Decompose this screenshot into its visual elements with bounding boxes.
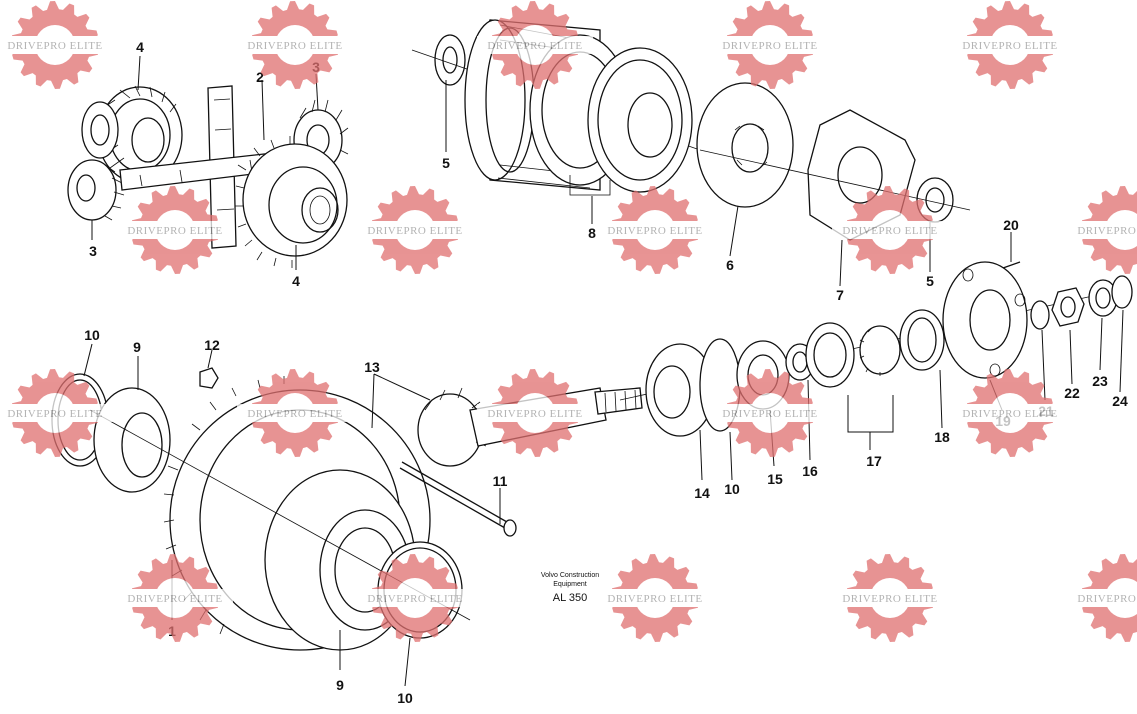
watermark-tile: DRIVEPRO ELITE [1067, 186, 1137, 274]
pinion-bearing-and-flange [619, 261, 1133, 437]
part-label: 5 [926, 273, 934, 289]
watermark-band [1067, 221, 1137, 239]
watermark-text: DRIVEPRO ELITE [1077, 225, 1137, 237]
watermark-text: DRIVEPRO ELITE [487, 40, 582, 52]
watermark-text: DRIVEPRO ELITE [127, 225, 222, 237]
part-label: 6 [726, 257, 734, 273]
watermark-band [357, 221, 473, 239]
watermark-band [117, 221, 233, 239]
watermark-band [832, 221, 948, 239]
watermark-band [357, 589, 473, 607]
part-label: 18 [934, 429, 950, 445]
watermark-text: DRIVEPRO ELITE [247, 40, 342, 52]
watermark-band [477, 404, 593, 422]
watermark-tile: DRIVEPRO ELITE [712, 1, 828, 89]
watermark-band [117, 589, 233, 607]
watermark-text: DRIVEPRO ELITE [842, 593, 937, 605]
part-label: 24 [1112, 393, 1128, 409]
watermark-text: DRIVEPRO ELITE [247, 408, 342, 420]
watermark-tile: DRIVEPRO ELITE [597, 554, 713, 642]
part-label: 2 [256, 69, 264, 85]
watermark-text: DRIVEPRO ELITE [607, 225, 702, 237]
part-label: 23 [1092, 373, 1108, 389]
watermark-tile: DRIVEPRO ELITE [237, 1, 353, 89]
part-label: 16 [802, 463, 818, 479]
watermark-band [0, 404, 113, 422]
part-label: 8 [588, 225, 596, 241]
part-label: 13 [364, 359, 380, 375]
watermark-tile: DRIVEPRO ELITE [357, 554, 473, 642]
part-label: 4 [292, 273, 300, 289]
watermark-text: DRIVEPRO ELITE [367, 593, 462, 605]
caption-maker: Volvo Construction [541, 572, 599, 579]
part-label: 12 [204, 337, 220, 353]
part-label: 4 [136, 39, 144, 55]
watermark-band [0, 36, 113, 54]
watermark-band [597, 221, 713, 239]
watermark-text: DRIVEPRO ELITE [962, 408, 1057, 420]
watermark-band [477, 36, 593, 54]
watermark-text: DRIVEPRO ELITE [722, 40, 817, 52]
watermark-text: DRIVEPRO ELITE [127, 593, 222, 605]
watermark-text: DRIVEPRO ELITE [7, 408, 102, 420]
watermark-text: DRIVEPRO ELITE [607, 593, 702, 605]
watermark-tile: DRIVEPRO ELITE [117, 186, 233, 274]
watermark-tile: DRIVEPRO ELITE [477, 369, 593, 457]
watermark-tile: DRIVEPRO ELITE [237, 369, 353, 457]
watermark-text: DRIVEPRO ELITE [962, 40, 1057, 52]
part-label: 22 [1064, 385, 1080, 401]
watermark-tile: DRIVEPRO ELITE [477, 1, 593, 89]
watermark-text: DRIVEPRO ELITE [722, 408, 817, 420]
watermark-tile: DRIVEPRO ELITE [357, 186, 473, 274]
part-label: 14 [694, 485, 710, 501]
caption-maker-line2: Equipment [553, 581, 587, 588]
watermark-band [952, 404, 1068, 422]
watermark-band [237, 36, 353, 54]
watermark-band [712, 404, 828, 422]
watermark-tile: DRIVEPRO ELITE [712, 369, 828, 457]
watermark-text: DRIVEPRO ELITE [1077, 593, 1137, 605]
watermark-tile: DRIVEPRO ELITE [1067, 554, 1137, 642]
part-label: 10 [724, 481, 740, 497]
watermark-text: DRIVEPRO ELITE [487, 408, 582, 420]
part-label: 10 [84, 327, 100, 343]
watermark-band [1067, 589, 1137, 607]
part-label: 3 [89, 243, 97, 259]
part-label: 20 [1003, 217, 1019, 233]
part-label: 7 [836, 287, 844, 303]
part-label: 5 [442, 155, 450, 171]
watermark-band [952, 36, 1068, 54]
watermark-band [712, 36, 828, 54]
watermark-tile: DRIVEPRO ELITE [0, 369, 113, 457]
watermark-tile: DRIVEPRO ELITE [832, 554, 948, 642]
part-label: 9 [336, 677, 344, 693]
watermark-tile: DRIVEPRO ELITE [952, 369, 1068, 457]
part-label: 9 [133, 339, 141, 355]
watermark-tile: DRIVEPRO ELITE [952, 1, 1068, 89]
watermark-tile: DRIVEPRO ELITE [0, 1, 113, 89]
watermark-tile: DRIVEPRO ELITE [832, 186, 948, 274]
watermark-text: DRIVEPRO ELITE [7, 40, 102, 52]
caption-drawing-code: AL 350 [553, 592, 587, 604]
drawing-caption: Volvo Construction Equipment AL 350 [541, 572, 599, 604]
watermark-band [237, 404, 353, 422]
part-label: 11 [493, 473, 508, 489]
watermark-text: DRIVEPRO ELITE [842, 225, 937, 237]
watermark-band [832, 589, 948, 607]
watermark-tile: DRIVEPRO ELITE [117, 554, 233, 642]
part-label: 15 [767, 471, 783, 487]
part-label: 17 [866, 453, 882, 469]
differential-gear-cluster [67, 85, 349, 268]
part-label: 10 [397, 690, 413, 706]
watermark-tile: DRIVEPRO ELITE [597, 186, 713, 274]
watermark-band [597, 589, 713, 607]
watermark-text: DRIVEPRO ELITE [367, 225, 462, 237]
watermark-layer: DRIVEPRO ELITE DRIVEPRO ELITE DRIVEPRO ELI… [0, 1, 1137, 642]
